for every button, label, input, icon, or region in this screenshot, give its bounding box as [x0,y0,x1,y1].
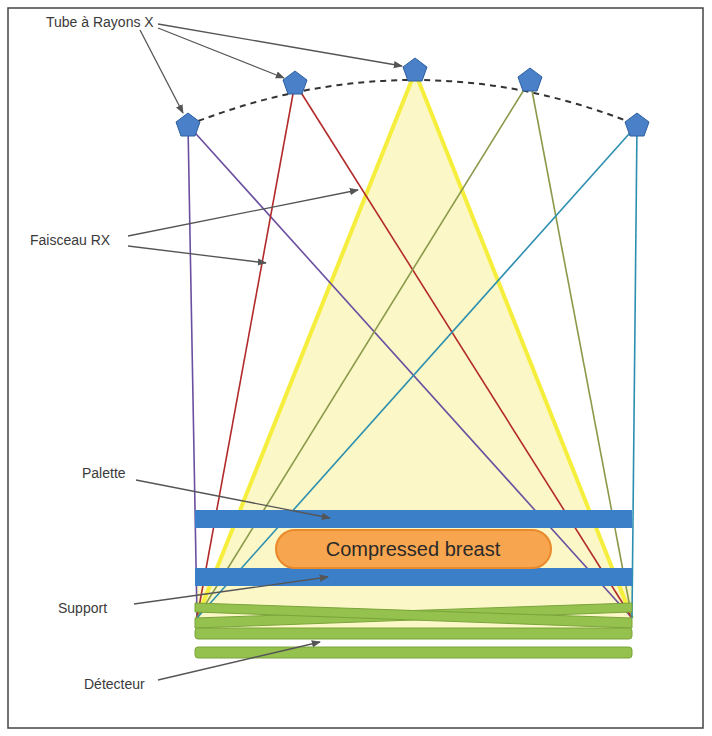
leader-line [140,30,183,113]
beam-edge [188,125,197,618]
compression-paddle [195,510,632,528]
tube-trajectory [188,80,637,125]
node-text: Compressed breast [326,538,501,561]
central-beam [197,72,632,618]
leader-line [136,480,330,518]
part-label: Palette [82,465,126,481]
xray-tube [518,68,542,91]
detector-tilted [195,603,632,628]
xray-tube [625,113,649,136]
breast-support [195,568,632,586]
leader-line [158,642,320,680]
xray-tube [403,58,427,81]
beam-edge [632,125,637,618]
part-label: Détecteur [84,676,145,692]
leader-line [128,246,266,263]
xray-tube [283,71,307,94]
leader-line [158,24,402,66]
breast-shape: Compressed breast [275,529,552,569]
frame [8,8,703,728]
beam-edge [188,125,632,618]
detector [195,628,632,639]
part-label: Faisceau RX [30,232,110,248]
xray-tube [176,113,200,136]
beam-edge [197,125,637,618]
detector-tilted [195,603,632,628]
leader-line [134,577,328,604]
part-label: Support [58,600,107,616]
part-label: Tube à Rayons X [46,14,154,30]
leader-line [128,190,358,236]
